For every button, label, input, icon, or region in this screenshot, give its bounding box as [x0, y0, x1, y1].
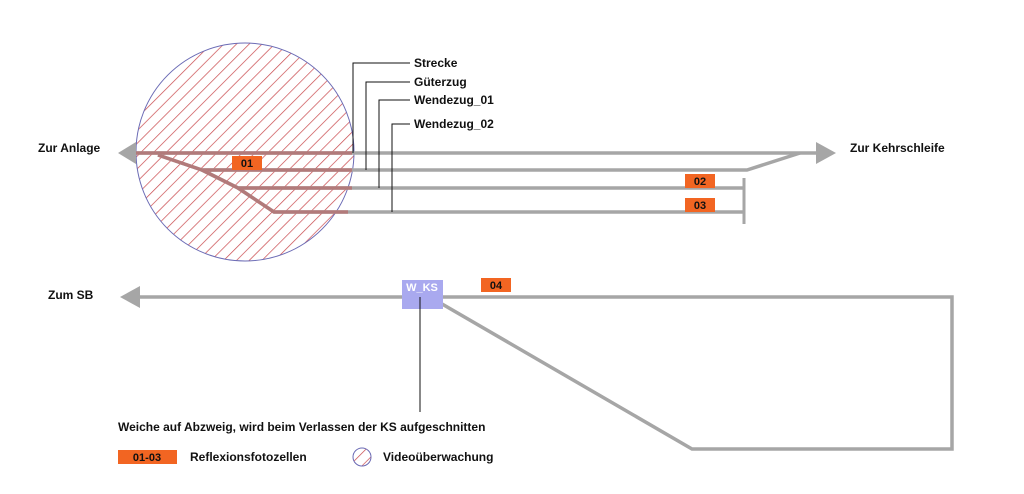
svg-text:W_KS: W_KS: [406, 282, 438, 294]
sensor-04: 04: [481, 278, 511, 292]
label-zur-anlage: Zur Anlage: [38, 141, 101, 155]
switch-w-ks: W_KS: [402, 280, 443, 309]
arrow-left-icon: [118, 142, 136, 164]
svg-text:02: 02: [694, 176, 706, 188]
legend-video-swatch: [352, 447, 372, 467]
label-zum-sb: Zum SB: [48, 288, 94, 302]
svg-text:01-03: 01-03: [133, 452, 161, 464]
reversing-loop-track: [130, 295, 954, 451]
top-tracks: [130, 151, 818, 214]
track-label-leaders: [352, 62, 410, 212]
label-zur-kehrschleife: Zur Kehrschleife: [850, 141, 945, 155]
svg-text:01: 01: [241, 158, 253, 170]
svg-text:04: 04: [490, 280, 503, 292]
svg-text:03: 03: [694, 200, 706, 212]
label-strecke: Strecke: [414, 56, 458, 70]
label-wendezug-02: Wendezug_02: [414, 117, 494, 131]
sensor-01: 01: [232, 156, 262, 170]
arrow-right-icon: [816, 142, 836, 164]
track-wendezug-02-zone: [237, 186, 348, 214]
legend-sensor-label: Reflexionsfotozellen: [190, 450, 307, 464]
legend-sensor-swatch: 01-03: [118, 450, 177, 464]
sensor-03: 03: [685, 198, 715, 212]
switch-note: Weiche auf Abzweig, wird beim Verlassen …: [118, 420, 485, 434]
arrow-left-bottom-icon: [120, 286, 140, 308]
sensor-02: 02: [685, 174, 715, 188]
label-gueterzug: Güterzug: [414, 75, 467, 89]
legend-video-label: Videoüberwachung: [383, 450, 493, 464]
label-wendezug-01: Wendezug_01: [414, 93, 494, 107]
